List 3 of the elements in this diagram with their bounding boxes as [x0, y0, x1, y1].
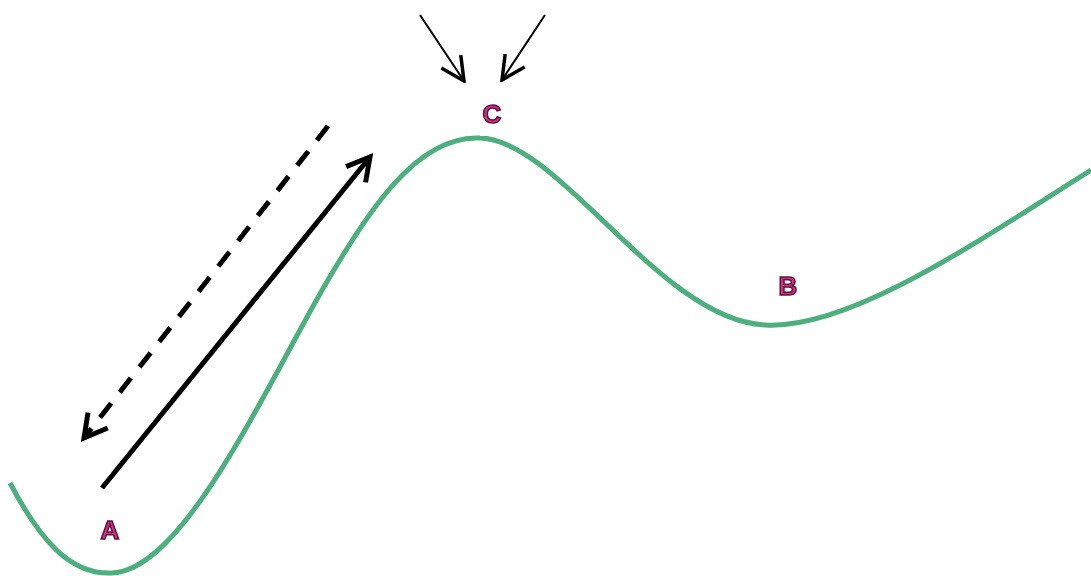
point-label: C	[482, 101, 502, 127]
point-label: B	[778, 273, 798, 299]
point-label: A	[100, 517, 120, 543]
